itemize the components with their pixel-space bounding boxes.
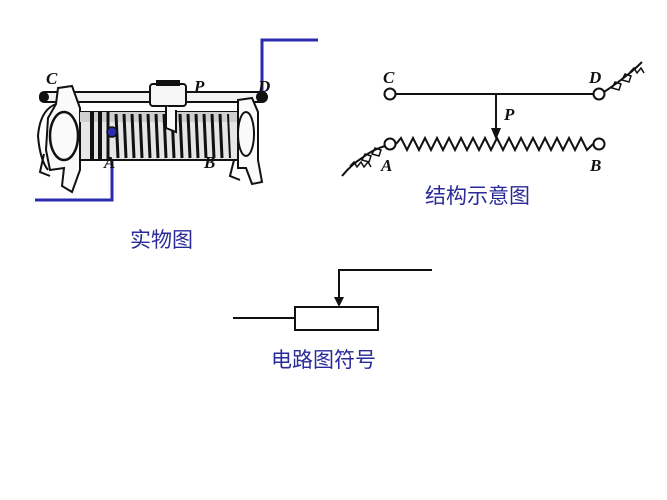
resistance-coil [79, 111, 241, 161]
symbol-caption: 电路图符号 [271, 348, 376, 372]
terminal-b [592, 137, 606, 151]
wire-at-d [603, 61, 643, 93]
structure-label-d: D [588, 68, 601, 87]
structure-label-a: A [380, 156, 392, 175]
rheostat-symbol: 电路图符号 [233, 269, 432, 372]
photo-label-b: B [203, 153, 215, 172]
symbol-resistor-box [294, 306, 379, 331]
photo-caption: 实物图 [130, 228, 193, 252]
photo-label-c: C [46, 69, 58, 88]
structure-label-b: B [589, 156, 601, 175]
photo-label-a: A [103, 153, 115, 172]
structure-caption: 结构示意图 [425, 184, 530, 208]
symbol-slider-lead [338, 269, 432, 300]
slider-arrowhead [491, 128, 501, 140]
rheostat-photo: C P D A B 实物图 [35, 38, 318, 252]
symbol-arrowhead [334, 297, 344, 307]
photo-label-d: D [257, 77, 270, 96]
photo-label-p: P [193, 77, 205, 96]
right-end-block [228, 96, 264, 186]
structure-label-p: P [503, 105, 515, 124]
resistance-wire-ab [395, 135, 594, 153]
slider-contact [149, 80, 187, 134]
structure-label-c: C [383, 68, 395, 87]
terminal-a [383, 137, 397, 151]
terminal-c [383, 87, 397, 101]
rheostat-structure: C D P A B 结构示意图 [341, 61, 645, 208]
photo-terminal-a [106, 126, 118, 138]
left-end-block [36, 84, 81, 194]
photo-wire-d [260, 38, 318, 100]
terminal-d [592, 87, 606, 101]
